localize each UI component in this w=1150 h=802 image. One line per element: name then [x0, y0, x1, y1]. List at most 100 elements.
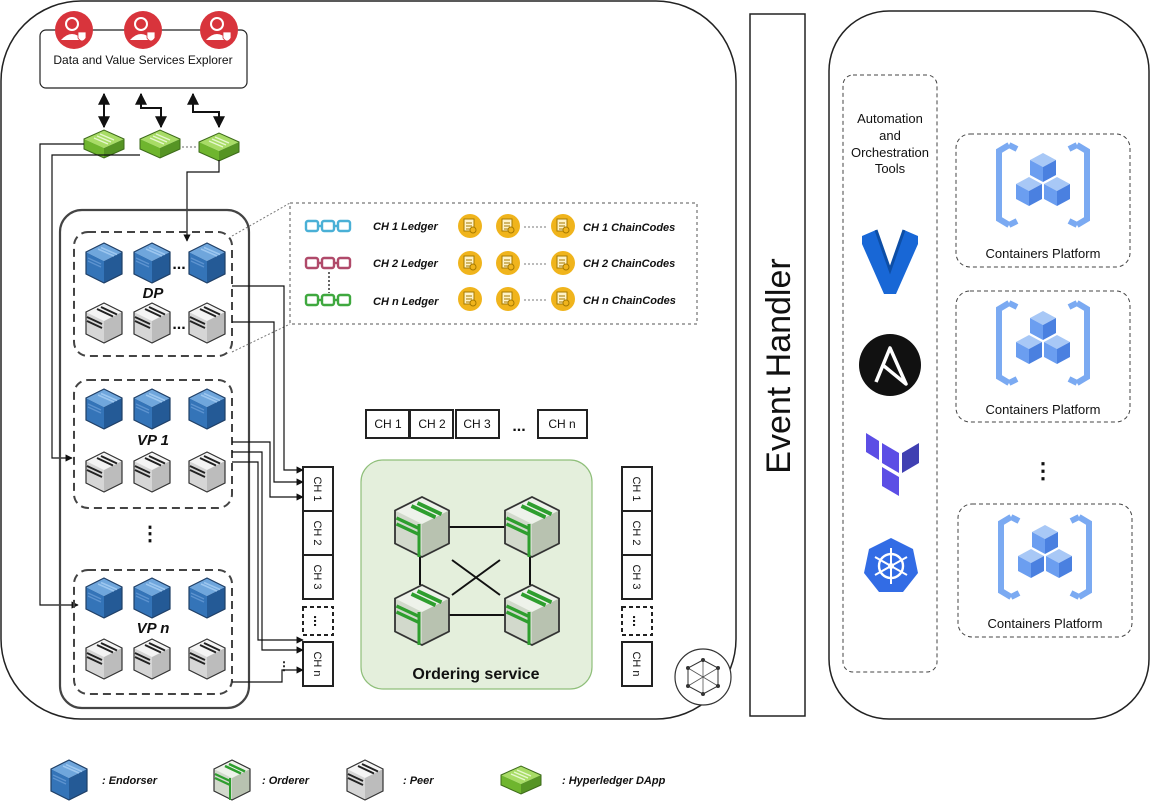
endorser-icon — [188, 388, 226, 430]
vertical-ellipsis: ⋮ — [1032, 458, 1054, 483]
channel-label: CH 2 — [630, 520, 642, 545]
peer-icon — [188, 451, 226, 493]
ansible-icon — [859, 334, 921, 396]
vpn-label: VP n — [137, 620, 170, 637]
endorser-icon — [133, 388, 171, 430]
peer-icon — [85, 302, 123, 344]
chaincode-icon — [495, 250, 521, 276]
chaincode-label: CH 1 ChainCodes — [583, 222, 675, 234]
channel-label: CH 2 — [418, 417, 446, 431]
peers-group — [58, 208, 251, 710]
legend-label: : Orderer — [262, 775, 310, 787]
user-icon — [123, 10, 163, 50]
orderer-icon — [503, 495, 561, 559]
channel-label: ... — [630, 615, 646, 627]
chaincode-icon — [550, 213, 576, 239]
endorser-icon — [85, 242, 123, 284]
channel-column-left: CH 1 CH 2 CH 3 ... CH n — [302, 466, 334, 687]
channel-label: CH 3 — [463, 417, 491, 431]
event-handler-box — [749, 13, 806, 717]
containers-platform: Containers Platform — [957, 503, 1133, 638]
vagrant-icon — [862, 229, 918, 294]
channel-label: CH n — [311, 651, 323, 676]
channel-row: CH 1 CH 2 CH 3 ... CH n — [365, 409, 588, 439]
ordering-service-label: Ordering service — [412, 666, 539, 683]
ledger-label: CH n Ledger — [373, 296, 439, 308]
ledger-label: CH 1 Ledger — [373, 221, 439, 233]
dp-label: DP — [143, 285, 165, 302]
channel-label: CH 3 — [630, 564, 642, 589]
peer-icon — [133, 302, 171, 344]
chaincode-icon — [457, 213, 483, 239]
chaincode-icon — [550, 250, 576, 276]
kubernetes-icon — [864, 538, 918, 592]
vp1-label: VP 1 — [137, 432, 169, 449]
channel-label: CH 2 — [311, 520, 323, 545]
channel-label: CH 3 — [311, 564, 323, 589]
ledger-label: CH 2 Ledger — [373, 258, 439, 270]
chaincode-icon — [550, 286, 576, 312]
peer-icon — [346, 759, 384, 801]
legend-label: : Peer — [403, 775, 434, 787]
dapp-icon — [500, 765, 542, 795]
endorser-icon — [133, 577, 171, 619]
dp-group — [73, 231, 233, 357]
user-icon — [199, 10, 239, 50]
channel-label: ... — [512, 418, 525, 435]
ellipsis: ... — [172, 256, 185, 273]
automation-label: and — [879, 128, 901, 143]
user-icon — [54, 10, 94, 50]
chaincode-icon — [457, 250, 483, 276]
chaincode-icon — [495, 213, 521, 239]
containers-platform: Containers Platform — [955, 290, 1131, 423]
orderer-icon — [393, 583, 451, 647]
automation-label: Orchestration — [851, 145, 929, 160]
vertical-ellipsis: ⋮ — [140, 523, 160, 545]
peer-icon — [85, 451, 123, 493]
endorser-icon — [50, 759, 88, 801]
containers-platform: Containers Platform — [955, 133, 1131, 268]
channel-label: CH n — [548, 417, 575, 431]
automation-tools-box — [842, 74, 938, 673]
orderer-icon — [503, 583, 561, 647]
channel-label: CH 1 — [311, 476, 323, 501]
vpn-group — [73, 569, 233, 695]
chaincode-label: CH 2 ChainCodes — [583, 258, 675, 270]
legend: : Endorser : Orderer : Peer : Hyperledge… — [50, 758, 666, 802]
channel-label: CH 1 — [374, 417, 402, 431]
endorser-icon — [85, 388, 123, 430]
containers-platform-label: Containers Platform — [986, 402, 1101, 417]
explorer-label: Data and Value Services Explorer — [53, 53, 232, 67]
peer-icon — [188, 638, 226, 680]
channel-label: CH n — [630, 651, 642, 676]
channel-column-right: CH 1 CH 2 CH 3 ... CH n — [621, 466, 653, 687]
peer-icon — [188, 302, 226, 344]
legend-label: : Endorser — [102, 775, 158, 787]
channel-label: CH 1 — [630, 476, 642, 501]
peer-icon — [133, 638, 171, 680]
ledger-detail-box — [289, 202, 698, 325]
automation-label: Tools — [875, 161, 906, 176]
containers-platform-label: Containers Platform — [988, 616, 1103, 631]
chaincode-icon — [495, 286, 521, 312]
orderer-icon — [212, 758, 252, 802]
event-handler-label: Event Handler — [760, 258, 798, 473]
endorser-icon — [188, 577, 226, 619]
orderer-icon — [393, 495, 451, 559]
vp1-group — [73, 379, 233, 509]
endorser-icon — [188, 242, 226, 284]
endorser-icon — [133, 242, 171, 284]
terraform-icon — [866, 433, 919, 496]
ellipsis: ... — [172, 316, 185, 333]
automation-label: Automation — [857, 111, 923, 126]
peer-icon — [133, 451, 171, 493]
ordering-service-box — [360, 459, 593, 690]
hyperledger-logo-icon — [674, 648, 732, 706]
legend-label: : Hyperledger DApp — [562, 775, 666, 787]
containers-platform-label: Containers Platform — [986, 246, 1101, 261]
peer-icon — [85, 638, 123, 680]
endorser-icon — [85, 577, 123, 619]
chaincode-icon — [457, 286, 483, 312]
ellipsis: ⋮ — [278, 659, 290, 673]
